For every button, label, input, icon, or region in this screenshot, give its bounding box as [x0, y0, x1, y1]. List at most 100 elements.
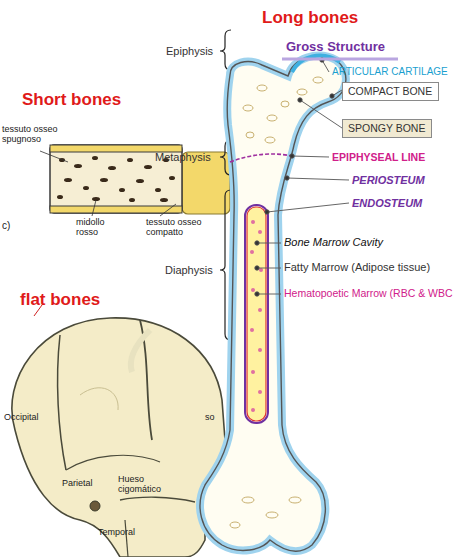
part-label: tessuto osseo compatto — [146, 217, 206, 238]
group-heading: Short bones — [22, 90, 121, 110]
skull-drawing — [131, 330, 150, 372]
part-label: Fatty Marrow (Adipose tissue) — [284, 261, 430, 274]
leader-line — [290, 154, 294, 158]
box-text: SPONGY BONE — [348, 122, 426, 134]
long-bone-drawing — [230, 77, 323, 528]
long-bone-drawing — [242, 497, 254, 503]
leader-line — [330, 94, 334, 98]
short-bone-drawing — [119, 188, 125, 192]
leader-line — [265, 210, 269, 214]
short-bone-drawing — [50, 206, 182, 213]
skull-drawing — [80, 388, 118, 410]
region-label: Epiphysis — [166, 45, 213, 58]
title-underline — [282, 58, 398, 61]
short-bone-drawing — [50, 145, 182, 152]
leader-line — [298, 98, 302, 102]
region-brace — [220, 30, 231, 70]
long-bone-drawing — [258, 308, 262, 312]
group-heading: flat bones — [20, 290, 100, 310]
skull-drawing — [66, 455, 160, 470]
leader-line — [287, 178, 349, 180]
long-bone-drawing — [250, 220, 263, 412]
label-box: COMPACT BONE — [342, 82, 439, 101]
subtitle: Gross Structure — [286, 40, 385, 55]
long-bone-drawing — [259, 268, 263, 272]
region-label: Metaphysis — [155, 151, 211, 164]
leader-line — [292, 156, 329, 157]
long-bone-drawing — [247, 207, 266, 421]
skull-drawing — [12, 318, 226, 557]
short-bone-drawing — [40, 151, 68, 162]
short-bone-drawing — [136, 179, 144, 183]
long-bone-drawing — [250, 250, 254, 254]
bone-label: Occipital — [4, 412, 39, 422]
short-bone-drawing — [169, 176, 175, 180]
leader-line — [300, 100, 342, 128]
leader-line — [255, 292, 259, 296]
skull-drawing — [90, 501, 100, 511]
long-bone-drawing — [250, 328, 254, 332]
short-bone-drawing — [127, 158, 133, 162]
bone-label: Parietal — [62, 478, 93, 488]
bone-label: so — [205, 412, 215, 422]
long-bone-drawing — [257, 85, 267, 91]
short-bone-drawing — [144, 165, 152, 169]
bone-label: Temporal — [98, 527, 135, 537]
short-bone-drawing — [160, 198, 168, 202]
leader-line — [255, 266, 259, 270]
short-bone-drawing — [129, 198, 135, 202]
long-bone-drawing — [251, 288, 255, 292]
short-bone-drawing — [92, 200, 96, 216]
box-text: COMPACT BONE — [348, 85, 433, 97]
long-bone-drawing — [258, 390, 262, 394]
figure-letter: c) — [2, 220, 10, 232]
part-label: EPIPHYSEAL LINE — [332, 151, 425, 163]
skull-drawing — [120, 497, 195, 502]
skull-drawing — [125, 520, 128, 557]
long-bone-drawing — [251, 408, 255, 412]
long-bone-drawing — [230, 522, 240, 528]
short-bone-drawing — [155, 188, 161, 192]
long-bone-drawing — [265, 137, 275, 143]
part-label: ARTICULAR CARTILAGE — [332, 66, 448, 78]
long-bone-drawing — [200, 56, 346, 551]
long-bone-drawing — [289, 497, 301, 503]
short-bone-drawing — [160, 204, 176, 216]
long-bone-drawing — [200, 56, 346, 551]
part-label: Bone Marrow Cavity — [284, 236, 383, 249]
long-bone-drawing — [313, 77, 323, 83]
leader-line — [257, 243, 281, 244]
long-bone-drawing — [266, 512, 278, 518]
part-label: Hematopoetic Marrow (RBC & WBC — [284, 287, 453, 299]
leader-line — [255, 241, 259, 245]
skull-drawing — [12, 318, 226, 557]
short-bone-drawing — [108, 166, 116, 170]
long-bone-drawing — [246, 132, 254, 138]
leader-line — [255, 58, 349, 296]
title: Long bones — [262, 8, 358, 28]
short-bone-drawing — [92, 156, 98, 160]
part-label: tessuto osseo spugnoso — [2, 124, 68, 145]
leader-line — [285, 176, 289, 180]
long-bone-drawing — [267, 115, 277, 121]
long-bone-drawing — [243, 105, 253, 111]
short-bone-drawing — [74, 164, 82, 168]
long-bone-drawing — [281, 101, 289, 107]
long-bone-drawing — [258, 230, 262, 234]
long-bone-drawing — [297, 89, 307, 95]
bone-label: Hueso cigomático — [118, 474, 166, 495]
label-box: SPONGY BONE — [342, 119, 432, 138]
long-bone-drawing — [200, 56, 346, 551]
short-bone-drawing — [57, 195, 63, 199]
short-bone-drawing — [100, 178, 108, 182]
short-bone-drawing — [64, 178, 72, 182]
part-label: midollo rosso — [76, 217, 120, 238]
leader-line — [257, 268, 281, 269]
short-bone-drawing — [83, 186, 89, 190]
part-label: PERIOSTEUM — [352, 174, 425, 187]
long-bone-drawing — [245, 205, 268, 423]
skull-drawing — [58, 335, 66, 470]
region-label: Diaphysis — [165, 264, 213, 277]
long-bone-drawing — [251, 220, 255, 224]
